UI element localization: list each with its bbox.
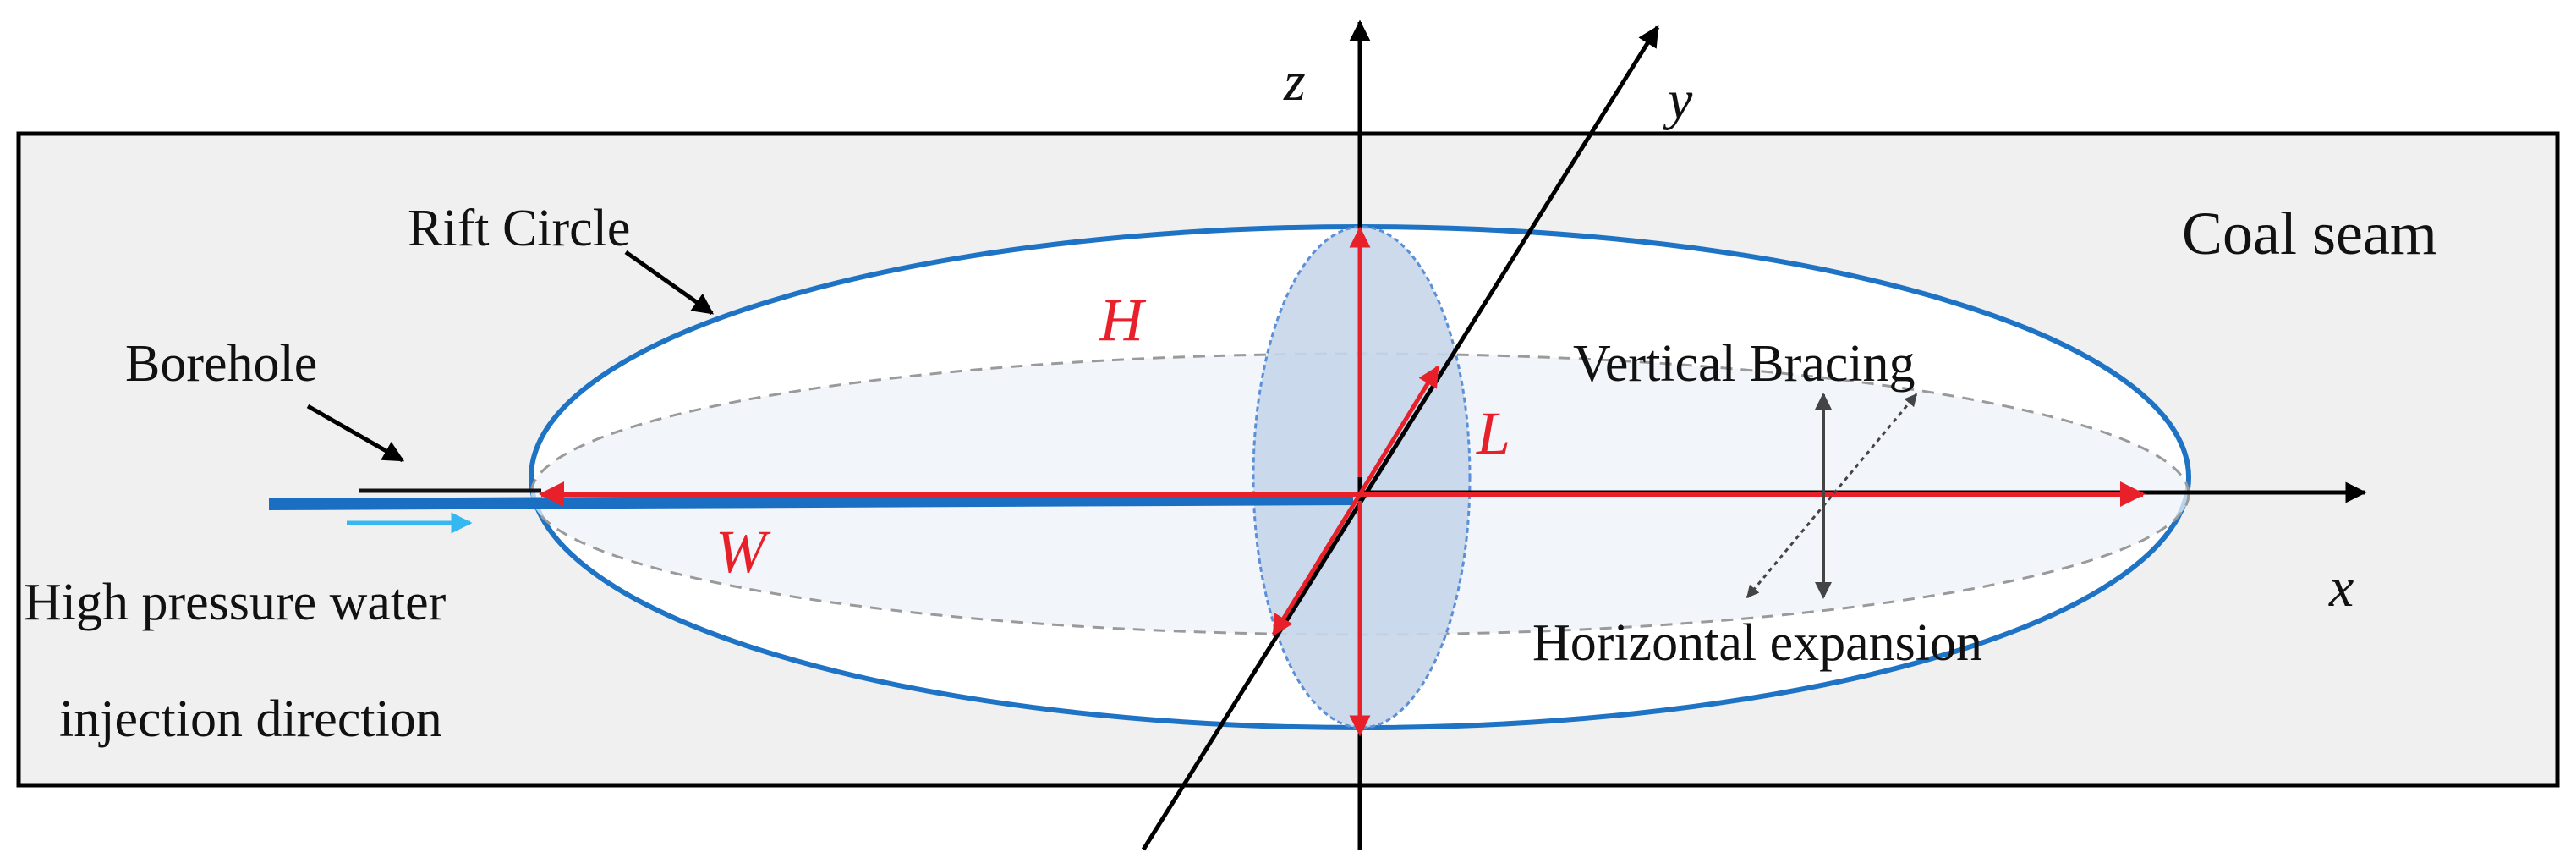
borehole-label: Borehole [125, 335, 317, 393]
x-axis-label: x [2328, 557, 2354, 619]
coal-seam-label: Coal seam [2182, 200, 2437, 267]
y-axis [1141, 25, 1660, 851]
y-axis-label: y [1663, 69, 1693, 131]
dim-l-up-arrow [1357, 365, 1440, 496]
water-direction-label-2: injection direction [59, 690, 442, 748]
z-axis-label: z [1283, 51, 1306, 113]
horizontal-expansion-label: Horizontal expansion [1532, 614, 1982, 672]
dim-l-down-arrow [1271, 492, 1362, 637]
water-direction-label-1: High pressure water [24, 574, 447, 631]
vertical-bracing-label: Vertical Bracing [1573, 335, 1916, 393]
borehole-pointer [306, 404, 405, 463]
rift-circle-label: Rift Circle [408, 200, 630, 257]
rift-circle-pointer [624, 250, 715, 316]
borehole-pipe [268, 493, 1354, 510]
dim-h-label: H [1099, 286, 1147, 354]
dim-w-label: W [715, 518, 771, 586]
dim-l-label: L [1476, 399, 1510, 467]
horizontal-expansion-arrow [1746, 393, 1918, 599]
